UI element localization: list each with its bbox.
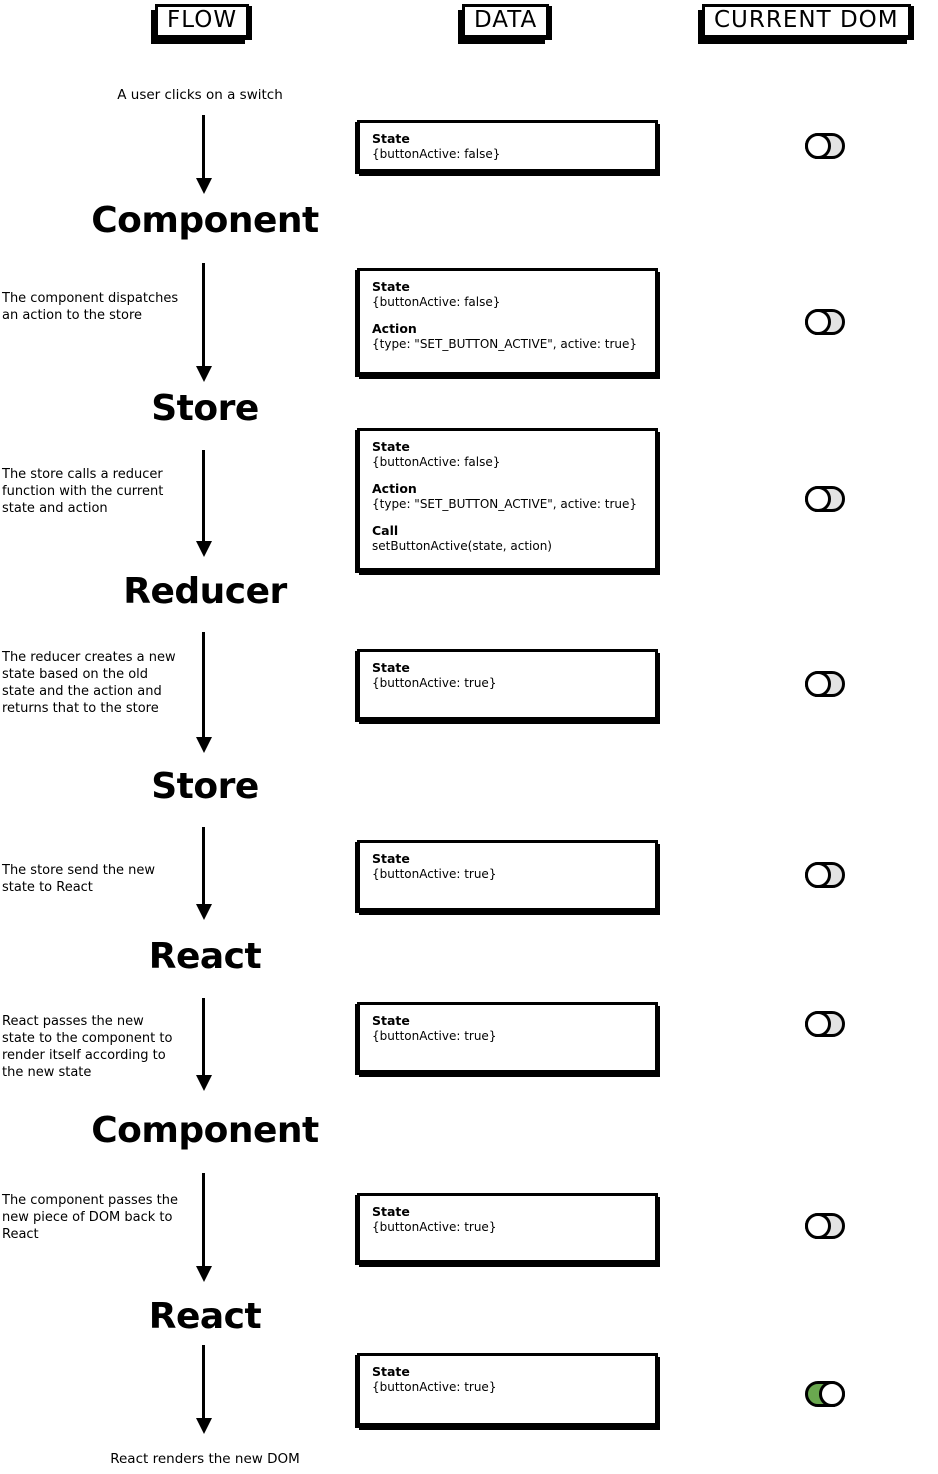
toggle-knob-icon xyxy=(805,862,831,888)
arrow-down-icon xyxy=(202,115,205,179)
data-entry-value: {buttonActive: false} xyxy=(372,295,501,309)
toggle-knob-icon xyxy=(819,1381,845,1407)
data-entry: State {buttonActive: true} xyxy=(372,1013,643,1044)
flow-annotation-reducer-call: The store calls a reducer function with … xyxy=(2,467,164,516)
flow-node-reducer: Reducer xyxy=(123,571,287,612)
column-header-current-dom: CURRENT DOM xyxy=(702,4,911,38)
flow-annotation-send-react: The store send the new state to React xyxy=(2,863,156,895)
flow-annotation-render-state: React passes the new state to the compon… xyxy=(2,1014,173,1080)
toggle-knob-icon xyxy=(805,1213,831,1239)
flow-annotation-dom-back: The component passes the new piece of DO… xyxy=(2,1193,178,1242)
data-box-2: State {buttonActive: false} Action {type… xyxy=(357,268,658,375)
data-box-6: State {buttonActive: true} xyxy=(357,1002,658,1073)
toggle-knob-icon xyxy=(805,133,831,159)
data-entry-value: {type: "SET_BUTTON_ACTIVE", active: true… xyxy=(372,497,638,511)
data-entry-value: {buttonActive: true} xyxy=(372,1220,497,1234)
data-box-8: State {buttonActive: true} xyxy=(357,1353,658,1426)
flow-annotation-dispatch: The component dispatches an action to th… xyxy=(2,291,179,323)
data-entry-label: State xyxy=(372,131,410,146)
data-box-5: State {buttonActive: true} xyxy=(357,840,658,911)
data-entry-value: {buttonActive: false} xyxy=(372,147,501,161)
data-entry-label: Action xyxy=(372,321,417,336)
dom-toggle-switch-2[interactable] xyxy=(805,309,845,335)
flow-end-caption: React renders the new DOM xyxy=(110,1451,300,1467)
column-header-data: DATA xyxy=(462,4,550,38)
data-entry-label: State xyxy=(372,660,410,675)
data-entry-label: State xyxy=(372,1013,410,1028)
dom-toggle-switch-3[interactable] xyxy=(805,486,845,512)
data-box-3: State {buttonActive: false} Action {type… xyxy=(357,428,658,571)
flow-node-react-2: React xyxy=(148,1296,262,1337)
arrow-down-icon xyxy=(202,1173,205,1267)
data-entry-value: {buttonActive: true} xyxy=(372,1029,497,1043)
toggle-knob-icon xyxy=(805,1011,831,1037)
arrow-down-icon xyxy=(202,450,205,542)
data-entry-value: {buttonActive: true} xyxy=(372,676,497,690)
arrow-down-icon xyxy=(202,263,205,367)
data-box-4: State {buttonActive: true} xyxy=(357,649,658,720)
data-entry: Action {type: "SET_BUTTON_ACTIVE", activ… xyxy=(372,481,643,512)
flow-node-component-2: Component xyxy=(91,1110,319,1151)
arrow-down-icon xyxy=(202,632,205,738)
data-entry-label: Action xyxy=(372,481,417,496)
data-entry-value: {buttonActive: false} xyxy=(372,455,501,469)
data-entry: Action {type: "SET_BUTTON_ACTIVE", activ… xyxy=(372,321,643,352)
data-entry-label: State xyxy=(372,439,410,454)
data-entry-value: {buttonActive: true} xyxy=(372,867,497,881)
data-entry-value: {buttonActive: true} xyxy=(372,1380,497,1394)
toggle-knob-icon xyxy=(805,309,831,335)
arrow-down-icon xyxy=(202,827,205,905)
data-entry: State {buttonActive: true} xyxy=(372,1364,643,1395)
flow-node-store-1: Store xyxy=(151,388,259,429)
data-entry: State {buttonActive: true} xyxy=(372,1204,643,1235)
column-header-flow: FLOW xyxy=(155,4,250,38)
dom-toggle-switch-6[interactable] xyxy=(805,1011,845,1037)
data-entry: State {buttonActive: false} xyxy=(372,131,643,162)
flow-node-store-2: Store xyxy=(151,766,259,807)
data-entry-value: {type: "SET_BUTTON_ACTIVE", active: true… xyxy=(372,337,638,351)
toggle-knob-icon xyxy=(805,486,831,512)
data-box-1: State {buttonActive: false} xyxy=(357,120,658,172)
dom-toggle-switch-8[interactable] xyxy=(805,1381,845,1407)
data-entry: State {buttonActive: true} xyxy=(372,660,643,691)
arrow-down-icon xyxy=(202,998,205,1076)
data-entry: State {buttonActive: true} xyxy=(372,851,643,882)
data-entry-label: State xyxy=(372,1204,410,1219)
data-box-7: State {buttonActive: true} xyxy=(357,1193,658,1263)
data-entry-label: Call xyxy=(372,523,399,538)
dom-toggle-switch-1[interactable] xyxy=(805,133,845,159)
dom-toggle-switch-4[interactable] xyxy=(805,671,845,697)
data-entry-label: State xyxy=(372,279,410,294)
data-entry-value: setButtonActive(state, action) xyxy=(372,539,552,553)
data-entry: State {buttonActive: false} xyxy=(372,439,643,470)
arrow-down-icon xyxy=(202,1345,205,1419)
flow-node-component-1: Component xyxy=(91,200,319,241)
toggle-knob-icon xyxy=(805,671,831,697)
flow-start-caption: A user clicks on a switch xyxy=(117,87,283,103)
data-entry-label: State xyxy=(372,851,410,866)
dom-toggle-switch-5[interactable] xyxy=(805,862,845,888)
flow-node-react-1: React xyxy=(148,936,262,977)
flow-annotation-new-state: The reducer creates a new state based on… xyxy=(2,650,176,716)
data-entry: State {buttonActive: false} xyxy=(372,279,643,310)
data-entry-label: State xyxy=(372,1364,410,1379)
dom-toggle-switch-7[interactable] xyxy=(805,1213,845,1239)
data-entry: Call setButtonActive(state, action) xyxy=(372,523,643,554)
